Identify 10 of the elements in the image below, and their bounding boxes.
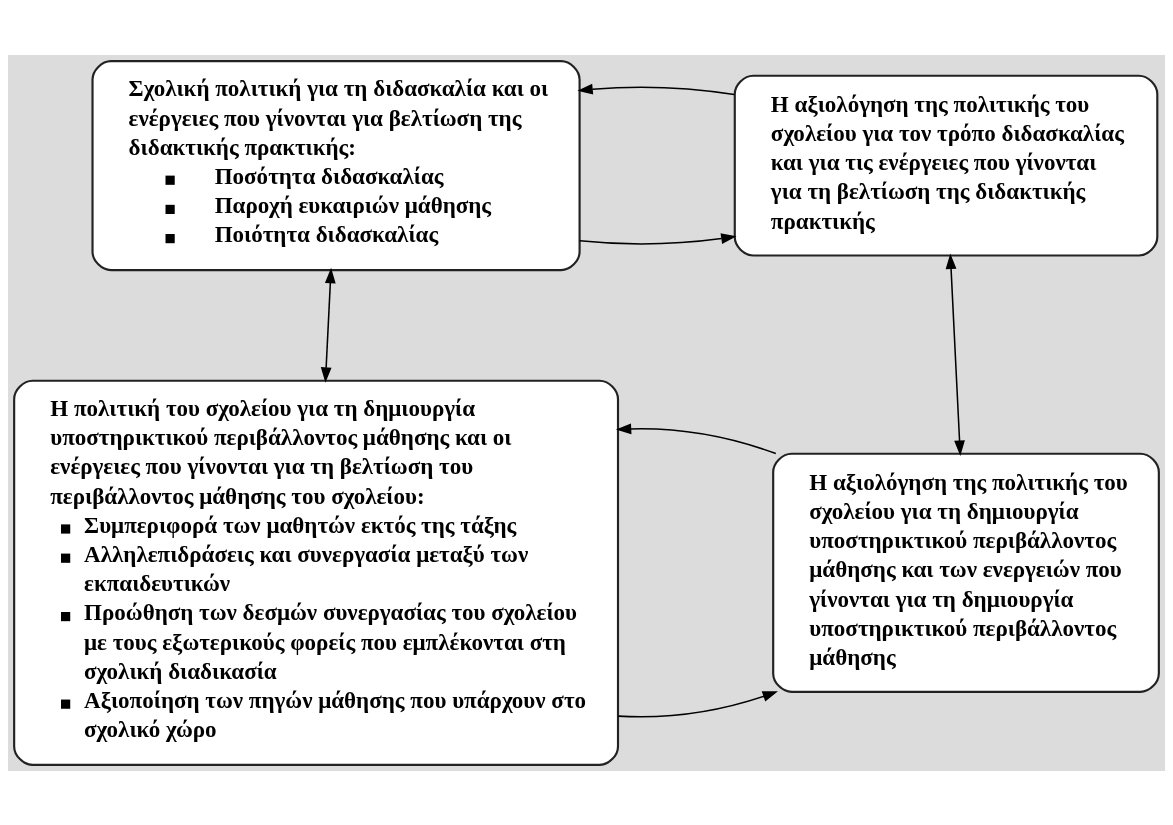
node-box: Η αξιολόγηση της πολιτικής του σχολείου για τον τρόπο διδασκαλίας και για τις ενέργειες που γίνονται για τη βελτίωση της διδακτικής πρακτικής <box>733 74 1159 257</box>
node-box: Η αξιολόγηση της πολιτικής του σχολείου για τη δημιουργία υποστηρικτικού περιβάλλοντος μάθησης και των ενεργειών που γίνονται για τη δημιουργία υποστηρικτικού περιβάλλοντος μάθησης <box>772 452 1160 693</box>
node-box: Η πολιτική του σχολείου για τη δημιουργία υποστηρικτικού περιβάλλοντος μάθησης και οι ενέργειες που γίνονται για τη βελτίωση του περιβάλλοντος μάθησης του σχολείου: Συμπεριφορά των μαθητών εκτός της τάξης Αλληλεπιδράσεις και συνεργασία μεταξύ των εκπαιδευτικών Προώθηση των δεσμών συνεργασίας του σχολείου με τους εξωτερικούς φορείς που εμπλέκονται στη σχολική διαδικασία Αξιοποίηση των πηγών μάθησης που υπάρχουν στο σχολικό χώρο <box>13 379 620 766</box>
arrow <box>617 690 778 718</box>
arrow <box>945 253 965 456</box>
node-box: Σχολική πολιτική για τη διδασκαλία και οι ενέργειες που γίνονται για βελτίωση της διδακτικής πρακτικής: Ποσότητα διδασκαλίας Παροχή ευκαιριών μάθησης Ποιότητα διδασκαλίας <box>91 59 581 271</box>
arrow <box>320 267 336 383</box>
arrow <box>615 423 777 454</box>
arrow <box>578 232 737 245</box>
arrow <box>577 83 735 95</box>
